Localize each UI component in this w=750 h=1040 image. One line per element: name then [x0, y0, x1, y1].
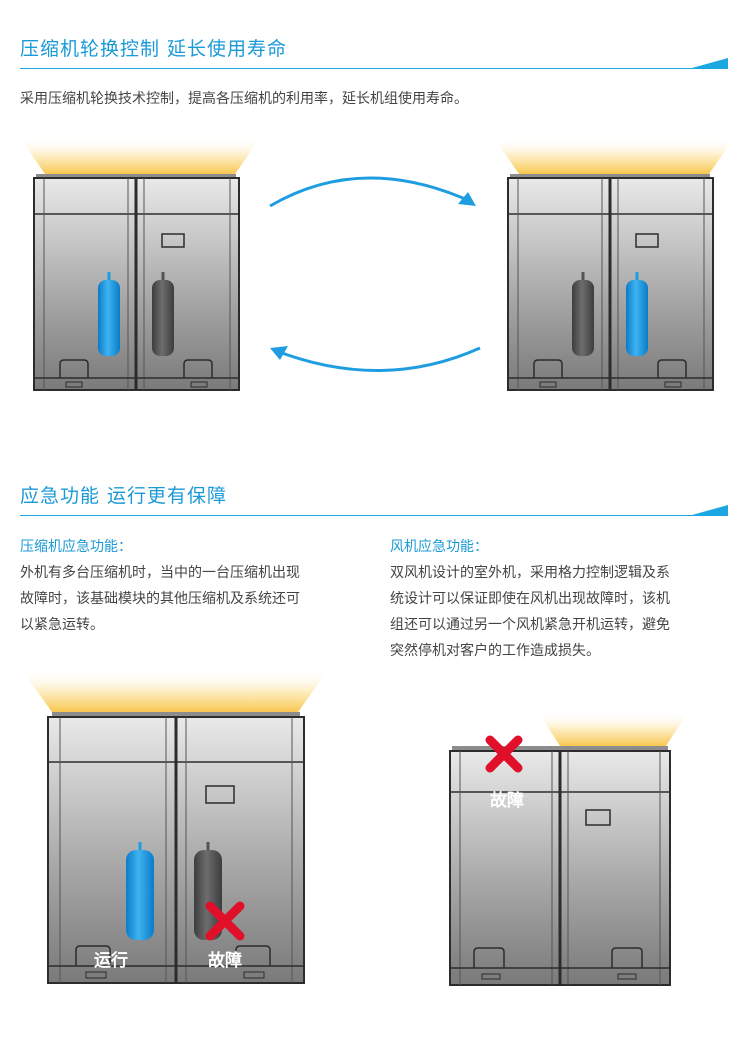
arrow-left: [273, 346, 481, 372]
section1-description: 采用压缩机轮换技术控制，提高各压缩机的利用率，延长机组使用寿命。: [20, 91, 468, 107]
section1-divider: [20, 68, 728, 69]
outdoor-unit-right: [494, 138, 734, 391]
compressor-active: [98, 280, 120, 356]
fan-light-glow: [538, 712, 688, 746]
compressor-active: [126, 850, 154, 940]
section2-divider: [20, 515, 728, 516]
fan-light-glow: [20, 138, 260, 174]
compressor-emergency-text: 外机有多台压缩机时，当中的一台压缩机出现 故障时，该基础模块的其他压缩机及系统还…: [20, 565, 300, 633]
compressor-emergency-heading: 压缩机应急功能：: [20, 539, 132, 555]
section2-divider-accent: [692, 505, 728, 515]
section2-title: 应急功能 运行更有保障: [20, 485, 228, 507]
compressor-idle: [152, 280, 174, 356]
fan-emergency-text: 双风机设计的室外机，采用格力控制逻辑及系 统设计可以保证即使在风机出现故障时，该…: [390, 565, 670, 659]
fault-x-icon: [205, 901, 245, 941]
fan-fault-label: 故障: [490, 791, 524, 811]
outdoor-unit-fan-fault: [449, 712, 688, 986]
compressor-idle: [572, 280, 594, 356]
outdoor-unit-left: [20, 138, 260, 391]
compressor-faulty: [194, 850, 222, 940]
fan-emergency-heading: 风机应急功能：: [390, 539, 488, 555]
outdoor-unit-compressor-fault: [22, 670, 328, 984]
rotation-arrows: [269, 176, 481, 372]
fan-light-glow: [494, 138, 734, 174]
section1-divider-accent: [692, 58, 728, 68]
fan-light-glow: [22, 670, 328, 712]
fault-label: 故障: [208, 951, 242, 971]
section1-title: 压缩机轮换控制 延长使用寿命: [20, 38, 288, 60]
running-label: 运行: [94, 951, 128, 971]
arrow-right: [269, 176, 473, 208]
compressor-active: [626, 280, 648, 356]
fault-x-icon: [485, 735, 523, 773]
